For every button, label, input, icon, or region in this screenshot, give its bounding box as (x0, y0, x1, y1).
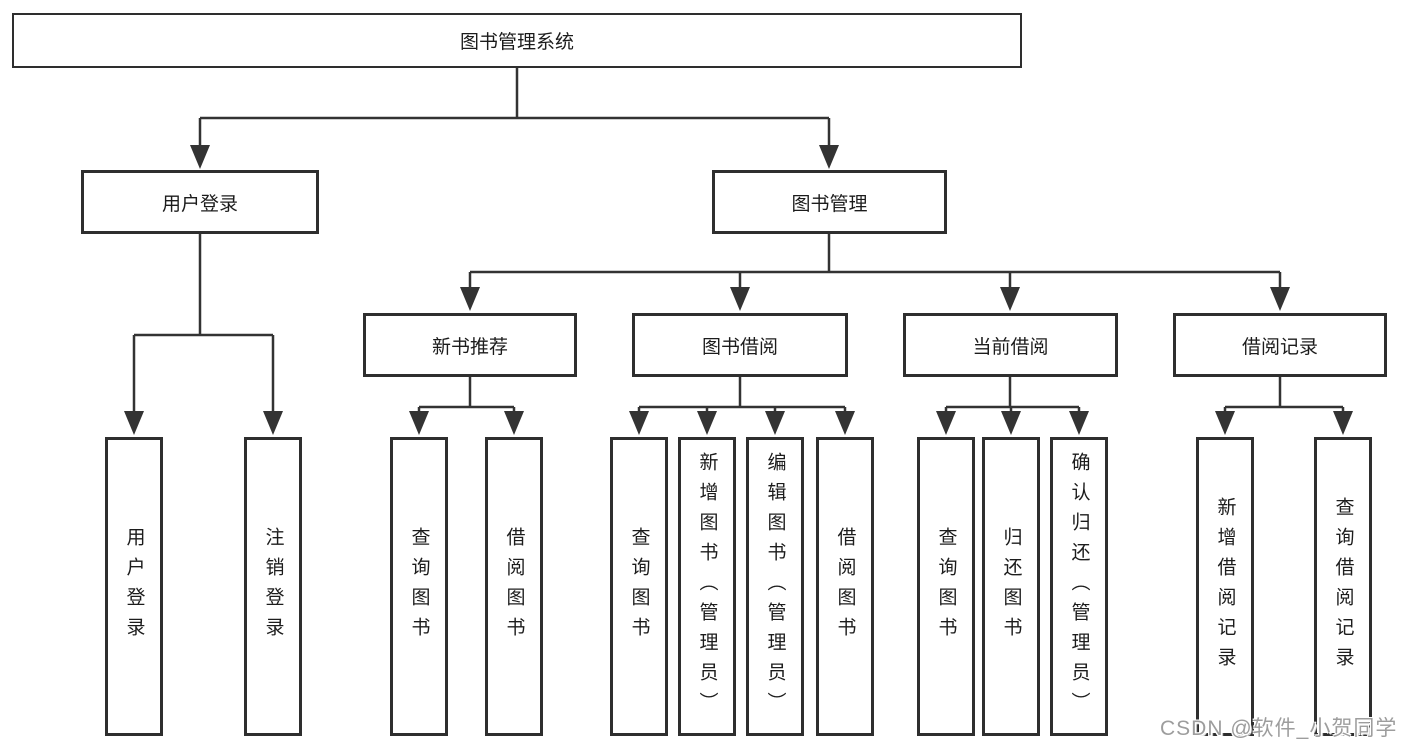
node-label: 新书推荐 (431, 336, 508, 358)
leaf-borrow-books-borrowing: 借阅图书 (816, 437, 874, 736)
leaf-borrow-books-recommend: 借阅图书 (485, 437, 543, 736)
node-label: 查询借阅记录 (1332, 496, 1354, 677)
leaf-user-login: 用户登录 (105, 437, 163, 736)
leaf-return-books: 归还图书 (982, 437, 1040, 736)
node-user-login: 用户登录 (81, 170, 319, 234)
leaf-edit-book-admin: 编辑图书（管理员） (746, 437, 804, 736)
node-label: 注销登录 (262, 526, 284, 647)
leaf-add-book-admin: 新增图书（管理员） (678, 437, 736, 736)
node-label: 查询图书 (935, 526, 957, 647)
leaf-query-borrow-record: 查询借阅记录 (1314, 437, 1372, 736)
leaf-query-books-borrowing: 查询图书 (610, 437, 668, 736)
node-book-management: 图书管理 (712, 170, 947, 234)
node-label: 图书借阅 (701, 336, 778, 358)
node-current-borrowing: 当前借阅 (903, 313, 1118, 377)
node-label: 用户登录 (123, 526, 145, 647)
node-label: 借阅记录 (1241, 336, 1318, 358)
node-label: 当前借阅 (972, 336, 1049, 358)
node-label: 图书管理 (791, 193, 868, 215)
node-label: 图书管理系统 (459, 32, 574, 53)
node-library-system: 图书管理系统 (12, 13, 1022, 68)
node-label: 查询图书 (408, 526, 430, 647)
leaf-add-borrow-record: 新增借阅记录 (1196, 437, 1254, 736)
node-label: 借阅图书 (503, 526, 525, 647)
node-label: 确认归还（管理员） (1068, 451, 1090, 722)
node-new-book-recommend: 新书推荐 (363, 313, 577, 377)
watermark: CSDN @软件_小贺同学 (1160, 717, 1398, 740)
leaf-logout: 注销登录 (244, 437, 302, 736)
leaf-query-books-recommend: 查询图书 (390, 437, 448, 736)
node-label: 查询图书 (628, 526, 650, 647)
arrowhead-icons (124, 145, 1353, 435)
node-label: 新增借阅记录 (1214, 496, 1236, 677)
node-label: 新增图书（管理员） (696, 451, 718, 722)
node-book-borrowing: 图书借阅 (632, 313, 848, 377)
node-label: 归还图书 (1000, 526, 1022, 647)
node-label: 编辑图书（管理员） (764, 451, 786, 722)
node-label: 借阅图书 (834, 526, 856, 647)
node-label: 用户登录 (161, 193, 238, 215)
leaf-confirm-return-admin: 确认归还（管理员） (1050, 437, 1108, 736)
leaf-query-books-current: 查询图书 (917, 437, 975, 736)
node-borrow-records: 借阅记录 (1173, 313, 1387, 377)
